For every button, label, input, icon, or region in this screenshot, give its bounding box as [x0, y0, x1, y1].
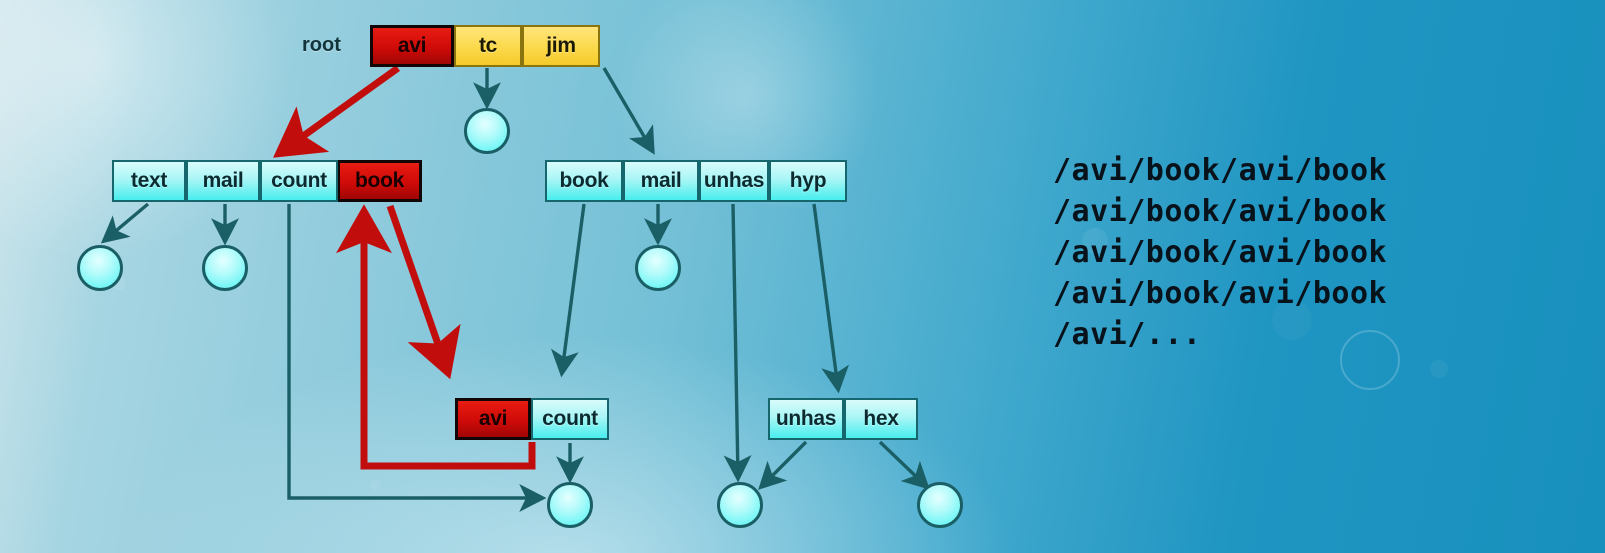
path-listing: /avi/book/avi/book /avi/book/avi/book /a…: [1053, 150, 1387, 355]
leaf-unhashed-mid[interactable]: [717, 482, 763, 528]
path-line-2: /avi/book/avi/book: [1053, 194, 1388, 229]
path-line-5: /avi/...: [1053, 317, 1202, 352]
cell-hyp[interactable]: hyp: [769, 160, 847, 202]
leaf-mail-right[interactable]: [635, 245, 681, 291]
cell-mail[interactable]: mail: [186, 160, 260, 202]
book-children-node[interactable]: avi count: [455, 398, 609, 440]
cell-book[interactable]: book: [545, 160, 623, 202]
leaf-count-left[interactable]: [547, 482, 593, 528]
hyp-children-node[interactable]: unhas hex: [768, 398, 918, 440]
background-glow-top-left: [0, 0, 300, 270]
cell-avi-red[interactable]: avi: [455, 398, 531, 440]
path-line-4: /avi/book/avi/book: [1053, 276, 1388, 311]
cell-text[interactable]: text: [112, 160, 186, 202]
leaf-mail-left[interactable]: [202, 245, 248, 291]
leaf-tc[interactable]: [464, 108, 510, 154]
root-label: root: [302, 34, 341, 56]
cell-tc[interactable]: tc: [454, 25, 522, 67]
path-line-1: /avi/book/avi/book: [1053, 153, 1388, 188]
cell-unhashed[interactable]: unhas: [699, 160, 769, 202]
path-line-3: /avi/book/avi/book: [1053, 235, 1388, 270]
cell-hex[interactable]: hex: [844, 398, 918, 440]
bokeh-dot-5: [370, 480, 380, 490]
bokeh-ring-1: [1340, 330, 1400, 390]
leaf-text[interactable]: [77, 245, 123, 291]
cell-mail-2[interactable]: mail: [623, 160, 699, 202]
bokeh-dot-2: [1082, 228, 1108, 254]
cell-jim[interactable]: jim: [522, 25, 600, 67]
avi-children-node[interactable]: text mail count book: [112, 160, 422, 202]
bokeh-dot-4: [1430, 360, 1448, 378]
root-node[interactable]: avi tc jim: [370, 25, 600, 67]
cell-count[interactable]: count: [260, 160, 338, 202]
leaf-hex[interactable]: [917, 482, 963, 528]
cell-avi[interactable]: avi: [370, 25, 454, 67]
cell-unhashed-2[interactable]: unhas: [768, 398, 844, 440]
cell-book-red[interactable]: book: [338, 160, 422, 202]
jim-children-node[interactable]: book mail unhas hyp: [545, 160, 847, 202]
cell-count-2[interactable]: count: [531, 398, 609, 440]
watermark-logo-icon: [1215, 0, 1365, 34]
